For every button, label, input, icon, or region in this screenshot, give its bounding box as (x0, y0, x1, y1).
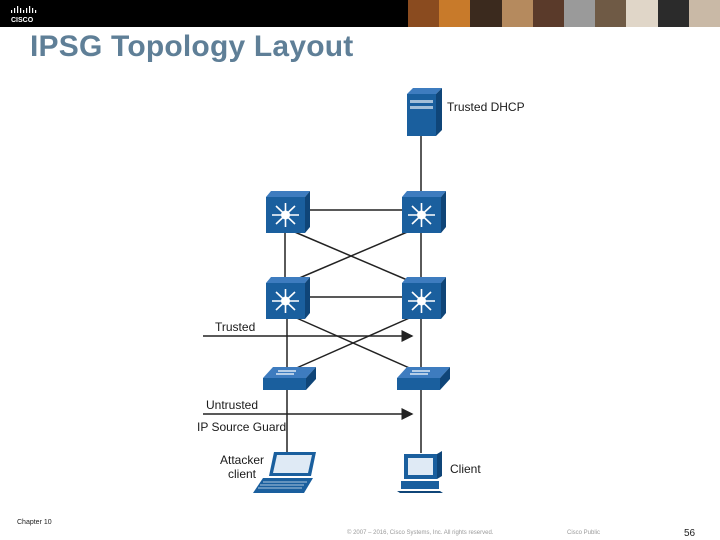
server-label: Trusted DHCP (447, 100, 525, 114)
desktop-pc-icon (397, 451, 443, 493)
copyright-text: © 2007 – 2016, Cisco Systems, Inc. All r… (347, 530, 494, 536)
access-switch-icon-left (263, 367, 316, 390)
link-cross-b (289, 229, 413, 283)
page-title: IPSG Topology Layout (30, 30, 354, 63)
header-photo-4 (532, 0, 565, 27)
multilayer-switch-icon-dist-left (266, 191, 310, 233)
links (284, 136, 422, 453)
header-bar: CISCO (0, 0, 720, 27)
attacker-label-line2: client (228, 467, 257, 481)
header-photo-1 (439, 0, 471, 27)
multilayer-switch-icon-dist-right (402, 191, 446, 233)
access-switch-icon-right (397, 367, 450, 390)
chapter-label: Chapter 10 (17, 519, 52, 526)
ip-source-guard-label: IP Source Guard (197, 420, 287, 434)
cisco-logo-icon: CISCO (11, 6, 37, 24)
svg-text:CISCO: CISCO (11, 17, 34, 24)
trusted-label: Trusted (215, 320, 256, 334)
attacker-label-line1: Attacker (220, 453, 265, 467)
header-photo-0 (408, 0, 440, 27)
laptop-icon (253, 452, 316, 493)
header-photo-9 (688, 0, 720, 27)
client-label: Client (450, 462, 481, 476)
header-photo-5 (564, 0, 596, 27)
header-photo-8 (657, 0, 689, 27)
multilayer-switch-icon-core-left (266, 277, 310, 319)
header-photo-7 (626, 0, 658, 27)
page-number: 56 (684, 528, 696, 539)
header-photo-2 (470, 0, 502, 27)
header-photo-3 (501, 0, 533, 27)
untrusted-label: Untrusted (206, 398, 259, 412)
multilayer-switch-icon-core-right (402, 277, 446, 319)
server-icon (407, 88, 442, 136)
link-cross-d (291, 315, 415, 371)
header-photo-strip (408, 0, 720, 27)
header-photo-6 (595, 0, 627, 27)
classification-text: Cisco Public (567, 530, 601, 536)
